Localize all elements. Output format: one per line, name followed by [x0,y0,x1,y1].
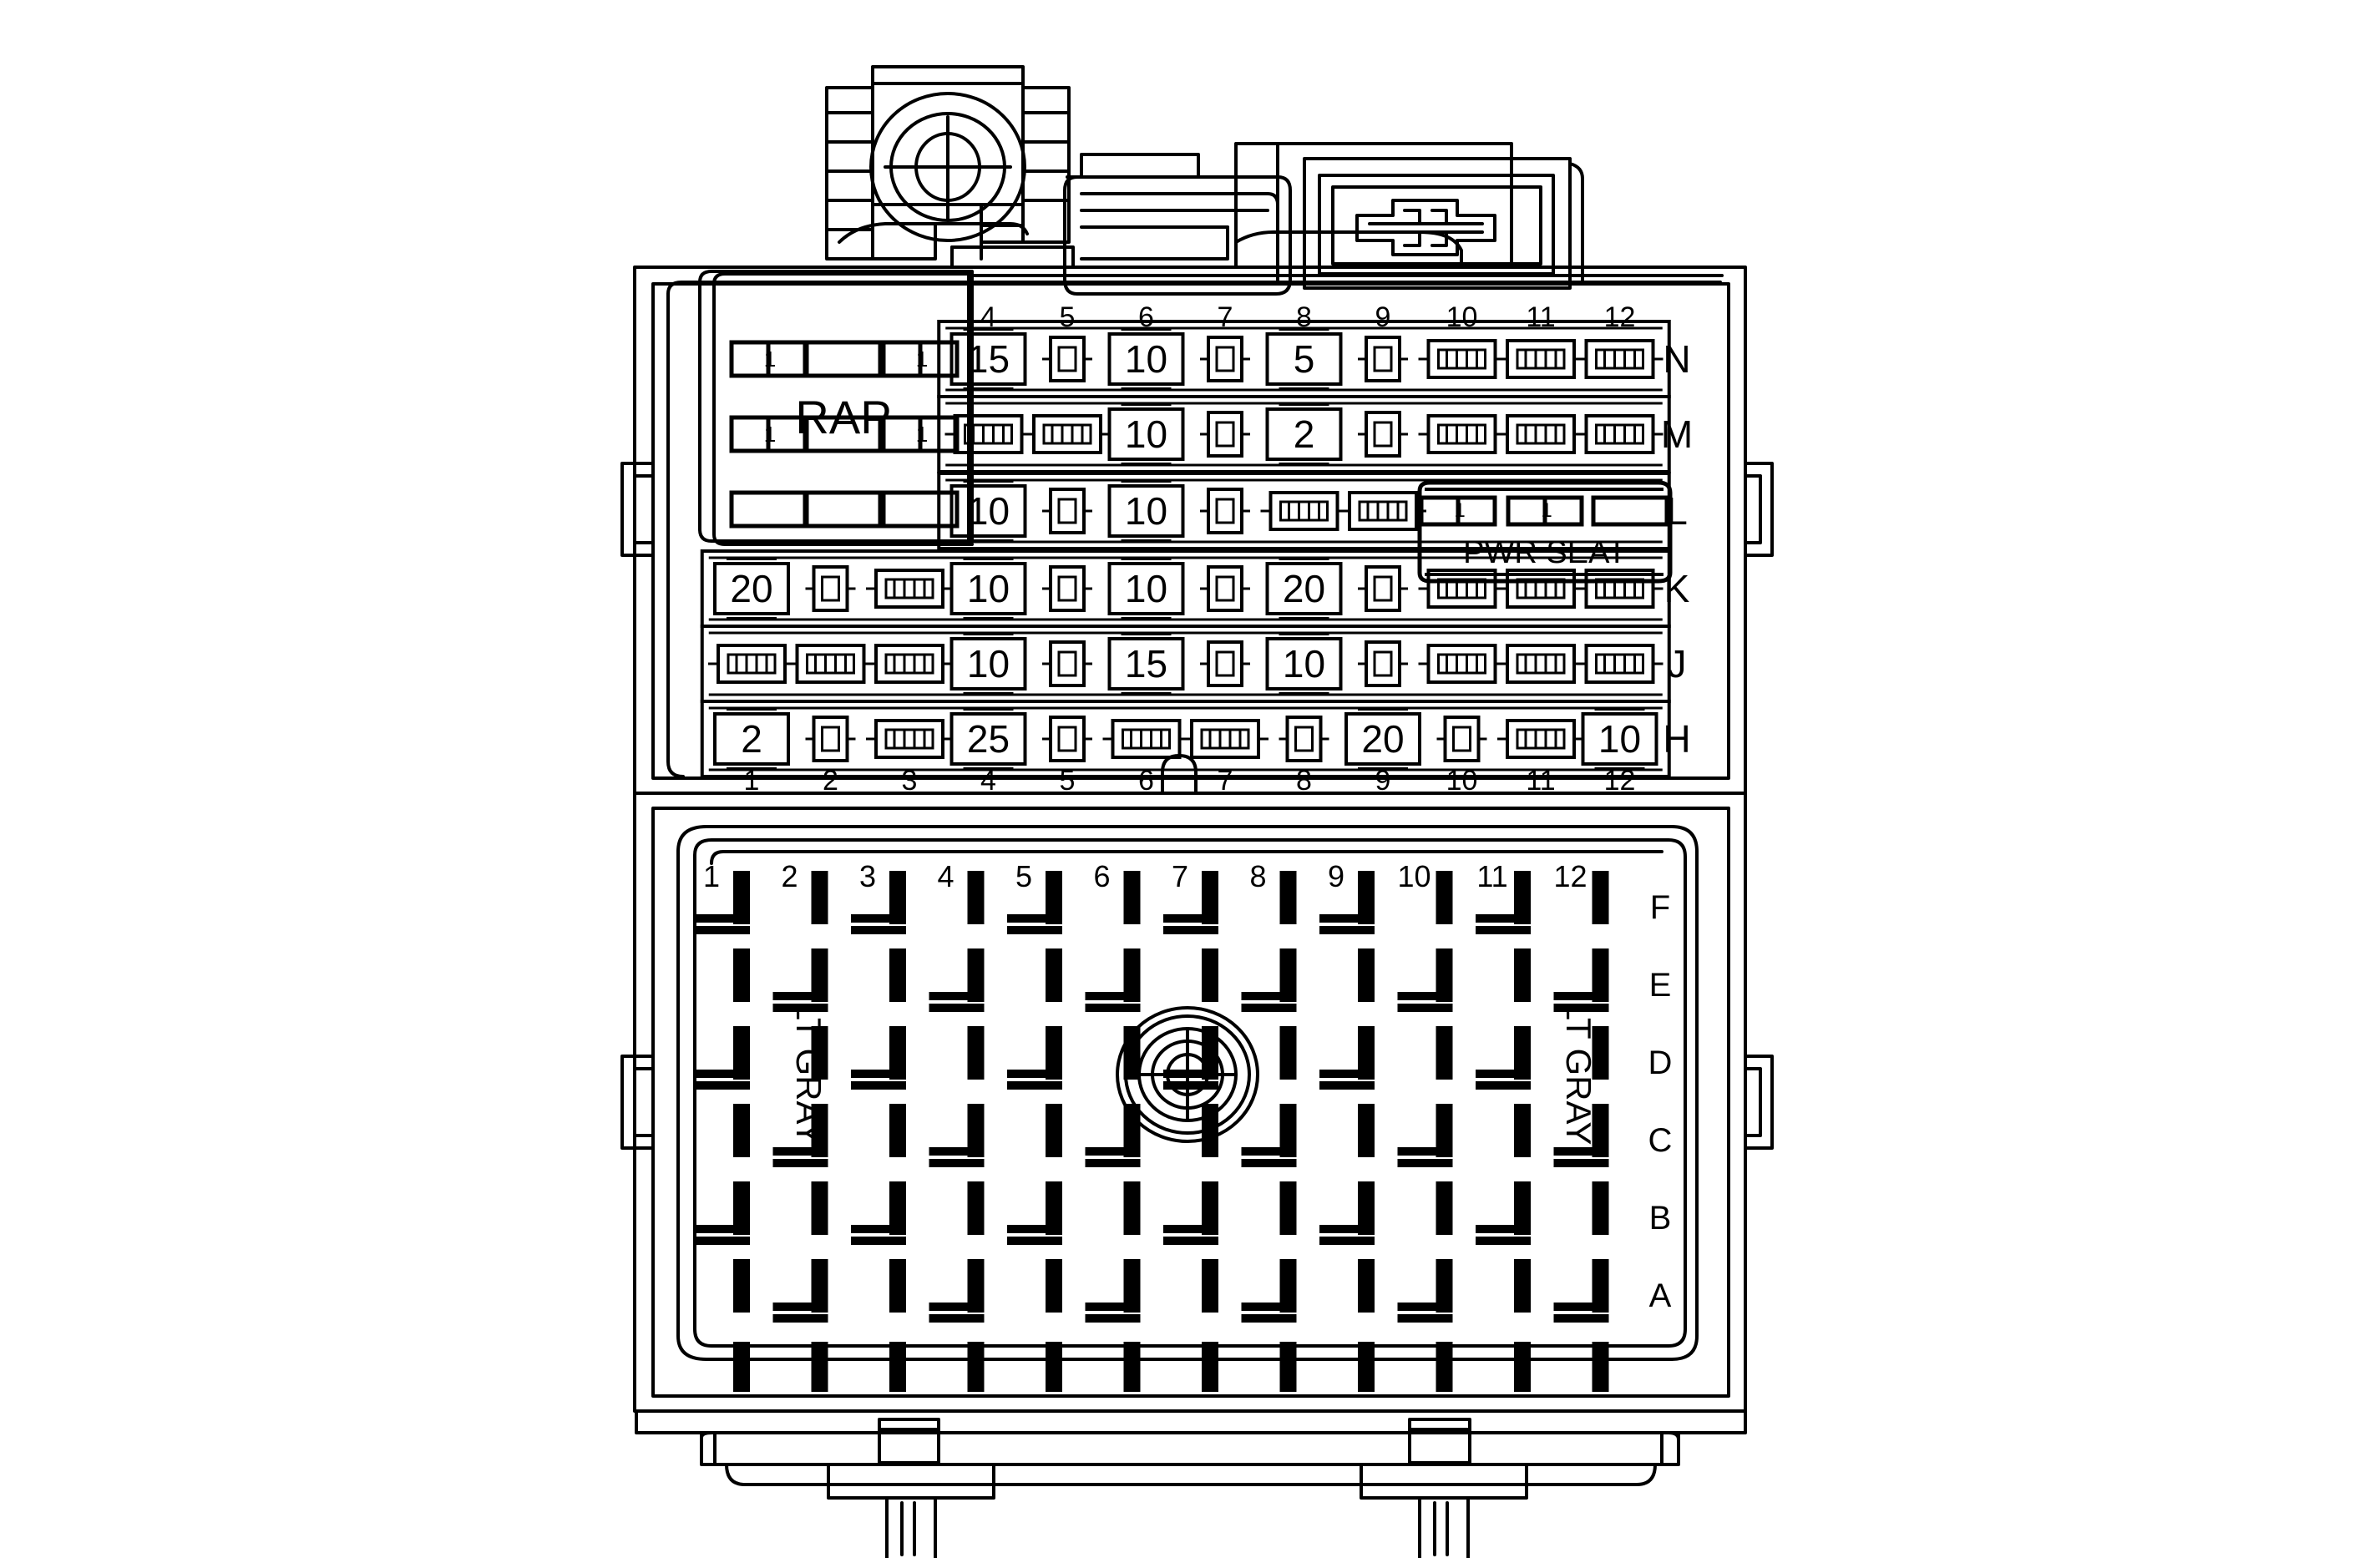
fuse-row-letter-H: H [1663,717,1691,761]
fuse-col-number-bottom-3: 3 [901,765,918,797]
fuse-rating-K1: 20 [730,567,773,610]
fuse-rating-M8: 2 [1293,412,1315,456]
fuse-row-letter-L: L [1666,489,1688,533]
fuse-rating-H9: 20 [1361,717,1405,761]
fuse-col-number-bottom-2: 2 [823,765,838,797]
fuse-rating-N8: 5 [1293,337,1315,381]
connector-col-number-11: 11 [1476,859,1508,893]
fuse-rating-H12: 10 [1598,717,1642,761]
fuse-col-number-bottom-1: 1 [743,765,760,797]
fuse-rating-K8: 20 [1282,567,1326,610]
fuse-row-letter-K: K [1663,567,1690,610]
connector-cavity [676,825,1699,1361]
fuse-col-number-top-11: 11 [1526,301,1556,333]
connector-col-number-3: 3 [858,859,877,893]
connector-col-number-12: 12 [1553,859,1588,893]
housing-outer-upper [620,266,1774,795]
fuse-rating-J4: 10 [966,642,1010,685]
fuse-rating-N6: 10 [1124,337,1168,381]
connector-col-number-2: 2 [781,859,798,893]
fuse-row-letter-N: N [1663,337,1691,381]
rap-socket-mark-1: 1 [915,347,929,372]
fuse-col-number-top-7: 7 [1217,301,1233,333]
fuse-col-number-top-12: 12 [1603,301,1636,333]
fuse-col-number-bottom-8: 8 [1296,765,1312,797]
fuse-col-number-bottom-9: 9 [1375,765,1391,797]
connector-col-number-9: 9 [1327,859,1345,893]
connector-col-number-6: 6 [1093,859,1111,893]
fuse-col-number-bottom-7: 7 [1217,765,1233,797]
fuse-col-number-bottom-6: 6 [1138,765,1154,797]
pwr-seat-label: PWR SEAT [1463,535,1627,570]
connector-col-number-1: 1 [702,859,721,893]
fuse-rating-K4: 10 [966,567,1010,610]
lt-gray-label-left: LT GRAY [789,1000,828,1146]
fuse-rating-H4: 25 [966,717,1010,761]
fuse-rating-J6: 15 [1124,642,1168,685]
fuse-row-letter-J: J [1667,642,1687,685]
connector-col-number-5: 5 [1015,859,1033,893]
fuse-col-number-bottom-11: 11 [1526,765,1556,797]
pwr-seat-mark-0: 1 [1454,499,1466,522]
fuse-row-letter-M: M [1660,412,1694,456]
connector-row-letter-E: E [1648,967,1672,1004]
fuse-rating-L6: 10 [1124,489,1168,533]
fuse-rating-M6: 10 [1124,412,1168,456]
pwr-seat-mark-1: 1 [1541,499,1552,522]
fuse-col-number-top-9: 9 [1375,301,1391,333]
rap-label: RAP [795,391,892,443]
fuse-rating-L4: 10 [966,489,1010,533]
connector-col-number-4: 4 [937,859,955,893]
connector-row-letter-B: B [1648,1200,1672,1237]
stud-tower [825,65,1071,261]
fuse-col-number-top-5: 5 [1059,301,1076,333]
rap-socket-mark-0: 1 [763,347,777,372]
fuse-col-number-bottom-4: 4 [980,765,996,797]
connector-row-letter-A: A [1648,1277,1672,1314]
fuse-rating-H1: 2 [741,717,762,761]
fuse-col-number-bottom-12: 12 [1603,765,1636,797]
connector-row-letter-F: F [1649,889,1671,926]
connector-col-number-7: 7 [1171,859,1189,893]
fuse-col-number-top-10: 10 [1446,301,1478,333]
connector-col-number-10: 10 [1397,859,1431,893]
fuse-col-number-bottom-5: 5 [1059,765,1076,797]
fuse-col-number-top-6: 6 [1138,301,1154,333]
rap-socket-mark-2: 1 [763,422,777,447]
fuse-rating-N4: 15 [966,337,1010,381]
connector-col-number-8: 8 [1249,859,1267,893]
fuse-rating-K6: 10 [1124,567,1168,610]
fuse-col-number-top-4: 4 [980,301,996,333]
lower-skirt [635,1409,1747,1558]
connector-row-letter-D: D [1648,1045,1673,1081]
connector-row-letter-C: C [1648,1122,1673,1159]
fuse-rating-J8: 10 [1282,642,1326,685]
rap-socket-mark-3: 1 [915,422,929,447]
fuse-col-number-bottom-10: 10 [1446,765,1478,797]
housing-top-ridge [950,245,1075,269]
lt-gray-label-right: LT GRAY [1559,1000,1598,1146]
fuse-col-number-top-8: 8 [1296,301,1312,333]
